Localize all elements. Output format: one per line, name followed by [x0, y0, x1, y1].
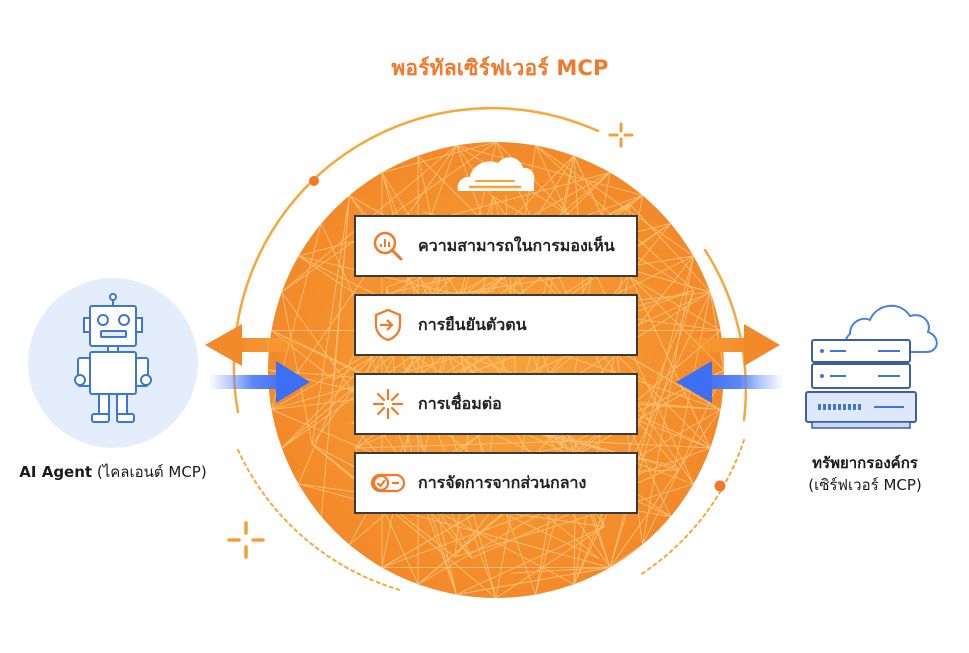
mesh-line [298, 255, 379, 297]
mesh-line [311, 195, 350, 445]
feature-label: การจัดการจากส่วนกลาง [418, 472, 587, 492]
arrow-to-server [680, 324, 780, 366]
arrow-to-client [205, 324, 308, 366]
feature-central-management: การจัดการจากส่วนกลาง [354, 452, 638, 514]
portal-circle [268, 142, 724, 598]
mesh-line [454, 483, 694, 558]
mesh-line [355, 440, 577, 449]
sparkle-icon [227, 521, 265, 559]
cloudflare-cloud-icon [457, 157, 535, 191]
mesh-line [535, 145, 694, 257]
arrow-to-portal-left [208, 361, 310, 403]
server-subtitle: (เซิร์ฟเวอร์ MCP) [808, 476, 922, 494]
feature-label: การเชื่อมต่อ [418, 393, 502, 413]
feature-label: ความสามารถในการมองเห็น [418, 235, 615, 255]
portal-title: พอร์ทัลเซิร์ฟเวอร์ MCP [391, 56, 609, 80]
mesh-line [629, 204, 711, 293]
feature-label: การยืนยันตัวตน [418, 314, 527, 334]
mesh-line [609, 290, 695, 568]
robot-icon [74, 293, 152, 423]
server-cloud-icon [805, 305, 938, 429]
server-label: ทรัพยากรองค์กร (เซิร์ฟเวอร์ MCP) [790, 452, 940, 496]
client-name: AI Agent [19, 463, 93, 481]
spark-connection-icon [368, 384, 408, 424]
feature-connectivity: การเชื่อมต่อ [354, 373, 638, 435]
server-name: ทรัพยากรองค์กร [812, 454, 918, 472]
mesh-line [298, 172, 611, 257]
mesh-line [573, 290, 695, 585]
magnifier-chart-icon [368, 226, 408, 266]
mesh-line [573, 155, 711, 449]
feature-authentication: การยืนยันตัวตน [354, 294, 638, 356]
mesh-line [510, 567, 611, 574]
client-label: AI Agent (ไคลเอนต์ MCP) [8, 461, 218, 483]
mesh-line [609, 409, 721, 568]
mesh-line [642, 469, 680, 545]
mesh-line [456, 526, 605, 595]
client-subtitle: (ไคลเอนต์ MCP) [96, 463, 207, 481]
sparkle-icon [608, 122, 634, 148]
mesh-line [456, 145, 643, 196]
mesh-line [271, 145, 457, 410]
mesh-line [456, 567, 611, 595]
mesh-line [281, 291, 313, 445]
mesh-line [609, 544, 643, 568]
toggle-check-icon [368, 463, 408, 503]
feature-visibility: ความสามารถในการมองเห็น [354, 215, 638, 277]
mesh-line [495, 526, 605, 598]
mesh-line [333, 195, 350, 380]
mesh-line [311, 444, 497, 598]
mesh-line [517, 155, 575, 414]
mesh-line [709, 291, 724, 371]
arrow-to-portal-right [676, 361, 784, 403]
mesh-line [381, 142, 497, 173]
mesh-line [576, 440, 711, 449]
shield-login-icon [368, 305, 408, 345]
